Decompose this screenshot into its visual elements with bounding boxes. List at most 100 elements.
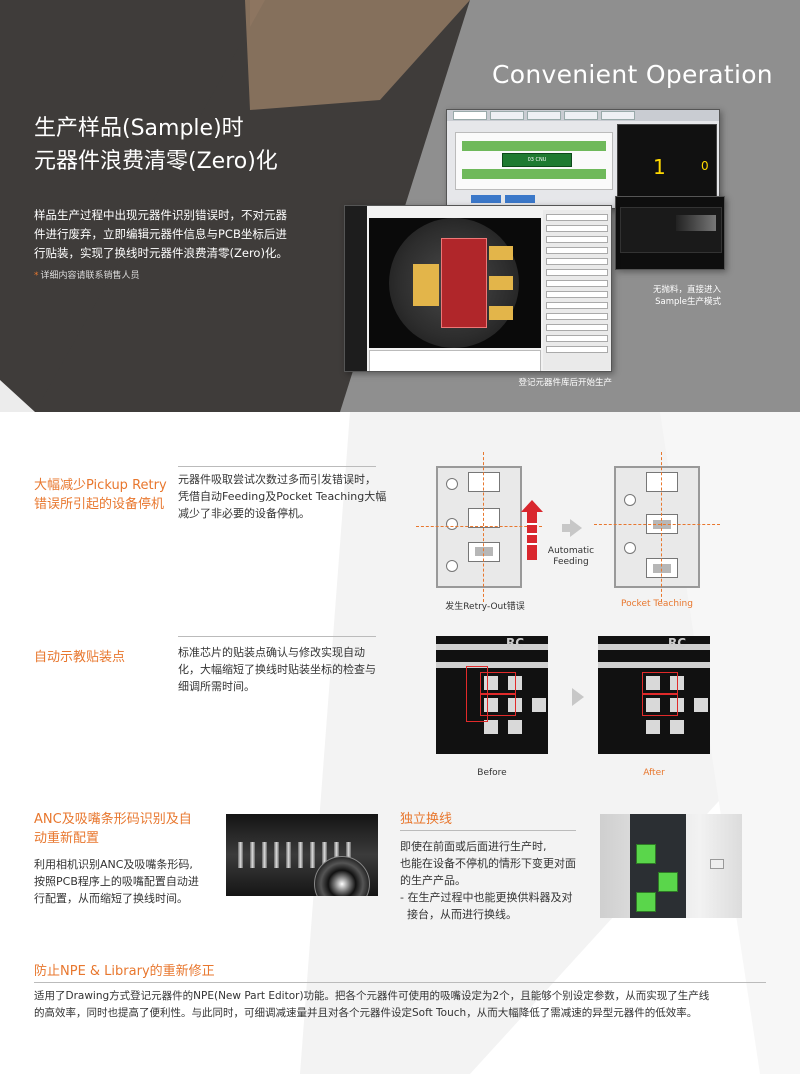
vision-sidebar	[345, 206, 367, 371]
independent-text-line: - 在生产过程中也能更换供料器及对	[400, 891, 573, 904]
pocket-diagram-before	[416, 452, 542, 602]
anc-text-line: 行配置，从而缩短了换线时间。	[34, 892, 188, 905]
independent-text-line: 也能在设备不停机的情形下变更对面	[400, 857, 576, 870]
hero-body-line: 行贴装，实现了换线时元器件浪费清零(Zero)化。	[34, 246, 288, 260]
counter-digit: 1	[653, 155, 666, 179]
npe-rule	[34, 982, 766, 983]
screen-tab	[527, 111, 561, 120]
component-chip	[475, 547, 493, 556]
pickup-title: 大幅减少Pickup Retry 错误所引起的设备停机	[34, 476, 167, 514]
npe-title: 防止NPE & Library的重新修正	[34, 964, 215, 979]
pickup-text-line: 元器件吸取尝试次数过多而引发错误时，	[178, 473, 376, 486]
teach-box-red	[480, 694, 516, 716]
component-lead	[489, 276, 513, 290]
independent-title: 独立换线	[400, 812, 453, 827]
teach-image-after: RC	[598, 636, 710, 754]
caption-right-line2: Sample生产模式	[655, 297, 721, 307]
component-lead	[489, 246, 513, 260]
teach-box-red	[642, 694, 678, 716]
vision-screenshot	[344, 205, 612, 372]
hero-title-line1: 生产样品(Sample)时	[34, 116, 244, 141]
teach-image-before: RC	[436, 636, 548, 754]
sprocket-hole	[624, 542, 636, 554]
teach-rule	[178, 636, 376, 637]
feed-arrow-icon	[570, 519, 582, 537]
pickup-title-line1: 大幅减少Pickup Retry	[34, 478, 167, 493]
pickup-text-line: 减少了非必要的设备停机。	[178, 507, 310, 520]
teach-box-red	[480, 672, 516, 694]
pocket-slot	[646, 472, 678, 492]
anc-title-line2: 动重新配置	[34, 831, 100, 846]
conveyor-belt	[462, 141, 606, 151]
vision-parameter-form	[543, 210, 611, 370]
caption-bottom: 登记元器件库后开始生产	[518, 378, 612, 388]
independent-text-line: 即使在前面或后面进行生产时,	[400, 840, 547, 853]
camera-strip-screenshot	[615, 196, 725, 270]
independent-text-line: 接台，从而进行换线。	[400, 908, 517, 921]
screen-tab	[564, 111, 598, 120]
anc-nozzle-photo	[226, 814, 378, 896]
hero-body-line: 件进行废弃，立即编辑元器件信息与PCB坐标后进	[34, 227, 287, 241]
pickup-title-line2: 错误所引起的设备停机	[34, 497, 165, 512]
hero-title-line2: 元器件浪费清零(Zero)化	[34, 149, 278, 174]
pickup-rule	[178, 466, 376, 467]
feeder-card	[710, 859, 724, 869]
screen-button	[505, 195, 535, 203]
machine-top-photo	[600, 814, 742, 918]
sprocket-hole	[624, 494, 636, 506]
sprocket-hole	[446, 560, 458, 572]
pickup-text-line: 凭借自动Feeding及Pocket Teaching大幅	[178, 490, 387, 503]
component-chip	[653, 564, 671, 573]
npe-text-line: 适用了Drawing方式登记元器件的NPE(New Part Editor)功能…	[34, 990, 710, 1002]
component-lead	[413, 264, 439, 306]
teach-title: 自动示教贴装点	[34, 650, 126, 665]
dashed-crosshair-v	[661, 452, 662, 602]
pocket-teaching-label: Pocket Teaching	[621, 599, 693, 609]
pocket-slot	[468, 508, 500, 528]
anc-text: 利用相机识别ANC及吸嘴条形码, 按照PCB程序上的吸嘴配置自动进 行配置，从而…	[34, 856, 220, 907]
teach-box-red	[642, 672, 678, 694]
caption-right: 无抛料，直接进入 Sample生产模式	[626, 284, 721, 308]
retry-out-label: 发生Retry-Out错误	[445, 602, 525, 612]
teach-text-line: 化，大幅缩短了换线时贴装坐标的检查与	[178, 663, 376, 676]
screen-tab	[453, 111, 487, 120]
screen-tab	[601, 111, 635, 120]
section-title: Convenient Operation	[492, 60, 773, 89]
sprocket-hole	[446, 478, 458, 490]
hero-body-line: 样品生产过程中出现元器件识别错误时，不对元器	[34, 208, 287, 222]
npe-text: 适用了Drawing方式登记元器件的NPE(New Part Editor)功能…	[34, 988, 774, 1022]
retry-up-arrow-icon	[521, 500, 543, 560]
pcb-board: 03 CNU	[502, 153, 572, 167]
dashed-crosshair-h	[594, 524, 720, 525]
dashed-crosshair-h	[416, 526, 542, 527]
light-corner	[0, 380, 35, 412]
anc-title: ANC及吸嘴条形码识别及自 动重新配置	[34, 810, 192, 848]
dashed-crosshair-v	[483, 452, 484, 602]
independent-text-line: 的生产产品。	[400, 874, 466, 887]
screen-tab	[490, 111, 524, 120]
counter-panel: 1 0	[617, 124, 717, 206]
before-label: Before	[477, 768, 507, 778]
hero-note: *详细内容请联系销售人员	[34, 268, 140, 281]
hero-banner: 生产样品(Sample)时 元器件浪费清零(Zero)化 样品生产过程中出现元器…	[0, 0, 800, 412]
independent-text: 即使在前面或后面进行生产时, 也能在设备不停机的情形下变更对面 的生产产品。 -…	[400, 838, 596, 923]
automatic-feeding-label: Automatic Feeding	[540, 546, 602, 568]
pocket-slot	[468, 472, 500, 492]
camera-highlight	[676, 215, 716, 231]
after-label: After	[643, 768, 665, 778]
hero-body: 样品生产过程中出现元器件识别错误时，不对元器 件进行废弃，立即编辑元器件信息与P…	[34, 206, 316, 263]
component-body	[441, 238, 487, 328]
feed-arrow-stem	[562, 524, 570, 532]
vision-result-table	[369, 350, 541, 371]
note-star: *	[34, 271, 39, 281]
counter-digit-small: 0	[701, 159, 709, 173]
anc-text-line: 按照PCB程序上的吸嘴配置自动进	[34, 875, 199, 888]
teach-text-line: 细调所需时间。	[178, 680, 255, 693]
auto-feed-label-line2: Feeding	[553, 557, 589, 567]
sprocket-hole	[446, 518, 458, 530]
conveyor-screenshot: 03 CNU 1 0	[446, 109, 720, 209]
conveyor-belt	[462, 169, 606, 179]
teach-text: 标准芯片的贴装点确认与修改实现自动 化，大幅缩短了换线时贴装坐标的检查与 细调所…	[178, 644, 398, 695]
independent-rule	[400, 830, 576, 831]
conveyor-view: 03 CNU	[455, 132, 613, 190]
